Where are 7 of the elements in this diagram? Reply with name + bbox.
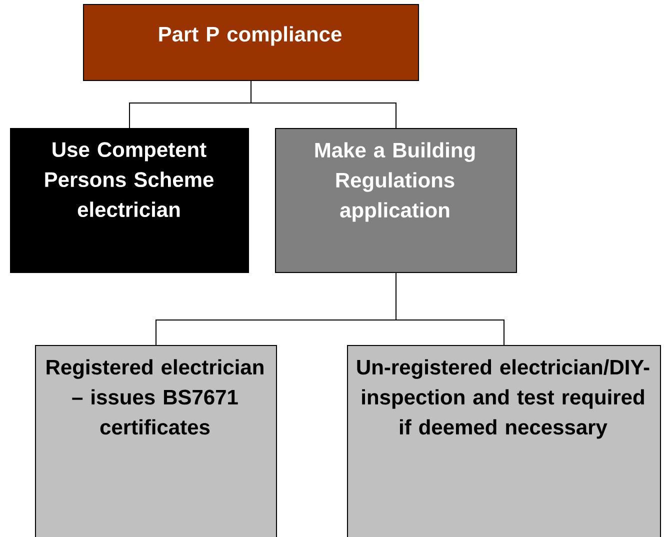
process-box: Part P compliance [83,4,419,81]
process-box: Use Competent Persons Scheme electrician [10,128,249,273]
connector-line [394,272,504,346]
process-box: Registered electrician – issues BS7671 certificates [35,344,277,537]
connector-line [250,80,396,128]
process-box: Make a Building Regulations application [275,128,517,273]
process-box: Un-registered electrician/DIY- inspection and test required if deemed necessary [347,344,661,537]
